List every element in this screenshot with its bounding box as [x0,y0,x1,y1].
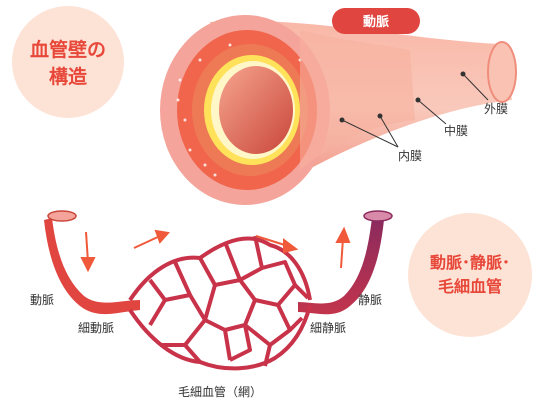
right-arrow1-shaft [134,236,160,248]
wall-structure-title-line2: 構造 [49,65,88,88]
lumen [219,66,293,154]
vein-label: 静脈 [358,293,382,307]
title-circle-bg [12,6,124,118]
right-arrow2-head [284,240,296,252]
vessel-types-circle-bg [408,213,532,337]
inner-membrane-label: 内膜 [398,149,422,163]
vessel-types-title-line2: 毛細血管 [438,277,502,296]
wall-structure-title-line1: 血管壁の [30,38,106,61]
vessel-types-title-circle: 動脈･静脈･ 毛細血管 [408,213,532,337]
wall-structure-title-circle: 血管壁の 構造 [12,6,124,118]
artery-badge-text: 動脈 [363,14,389,30]
arteriole-label: 細動脈 [78,321,114,335]
right-arrow1-head [156,231,168,242]
artery-badge: 動脈 [332,8,420,34]
capillary-network [130,236,310,368]
artery-cross-section [160,15,516,205]
artery-opening [48,211,76,221]
capillary-diagram [44,211,392,368]
vessel-types-title-line1: 動脈･静脈･ [430,253,510,272]
artery-far-end [488,42,516,102]
outer-membrane-label: 外膜 [484,102,508,116]
down-arrow-head [82,258,94,270]
artery-label: 動脈 [30,293,54,307]
middle-membrane-label: 中膜 [444,123,468,138]
capillary-bed-label: 毛細血管（網） [178,384,262,399]
up-arrow-head [337,229,349,242]
artery-tube [44,218,140,314]
vein-opening [364,211,392,221]
venule-label: 細静脈 [310,321,346,335]
